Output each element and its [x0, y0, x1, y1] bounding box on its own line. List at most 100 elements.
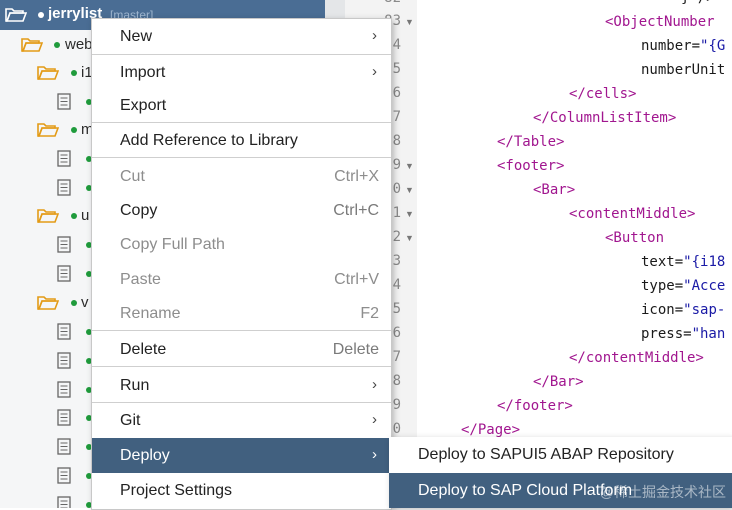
code-attr: text=	[641, 254, 684, 270]
code-attr: number=	[641, 38, 701, 54]
document-icon	[57, 467, 71, 484]
menu-item-label: Paste	[120, 271, 161, 288]
document-icon	[57, 150, 71, 167]
tree-item-file[interactable]	[0, 144, 345, 172]
code-line: number="{G	[641, 38, 725, 54]
tree-item-file[interactable]	[0, 173, 345, 201]
deploy-submenu: Deploy to SAPUI5 ABAP Repository Deploy …	[389, 437, 732, 508]
code-line: press="han	[641, 326, 725, 342]
code-line: </ColumnListItem>	[533, 110, 677, 126]
line-number: 82	[345, 0, 401, 6]
chevron-right-icon: ›	[372, 63, 377, 80]
document-icon	[57, 496, 71, 508]
code-line: </footer>	[497, 398, 573, 414]
menu-item-deploy[interactable]: Deploy ›	[92, 438, 391, 473]
tree-item-folder[interactable]: i1	[0, 58, 345, 86]
menu-item-project-settings[interactable]: Project Settings	[92, 473, 391, 508]
fold-arrow-icon[interactable]: ▼	[405, 161, 414, 171]
shortcut-label: F2	[360, 305, 379, 322]
git-status-dot	[86, 329, 92, 335]
tree-item-file[interactable]	[0, 87, 345, 115]
tree-item-web[interactable]: web	[0, 30, 345, 58]
tree-item-file[interactable]	[0, 259, 345, 287]
tree-item-file[interactable]	[0, 490, 345, 508]
git-status-dot	[86, 387, 92, 393]
git-status-dot	[86, 156, 92, 162]
fold-arrow-icon[interactable]: ▼	[405, 185, 414, 195]
git-status-dot	[54, 42, 60, 48]
tree-item-folder[interactable]: m	[0, 115, 345, 143]
shortcut-label: Delete	[332, 341, 379, 358]
open-folder-icon	[37, 122, 59, 137]
menu-item-git[interactable]: Git ›	[92, 403, 391, 438]
code-line: </Page>	[461, 422, 521, 438]
code-string: "{i18	[683, 254, 726, 270]
code-line: </contentMiddle>	[569, 350, 704, 366]
menu-item-import[interactable]: Import ›	[92, 55, 391, 90]
tree-item-file[interactable]	[0, 432, 345, 460]
code-line: <ObjectNumber	[605, 14, 715, 30]
submenu-item-deploy-cloud-platform[interactable]: Deploy to SAP Cloud Platform	[389, 473, 732, 508]
document-icon	[57, 438, 71, 455]
git-status-dot	[38, 12, 44, 18]
menu-item-label: Add Reference to Library	[120, 132, 298, 149]
tree-item-folder[interactable]: v	[0, 288, 345, 316]
document-icon	[57, 409, 71, 426]
code-line: </cells>	[569, 86, 637, 102]
git-status-dot	[86, 415, 92, 421]
menu-item-add-reference[interactable]: Add Reference to Library	[92, 123, 391, 158]
code-line: <Bar>	[533, 182, 576, 198]
menu-item-copy[interactable]: Copy Ctrl+C	[92, 193, 391, 228]
code-string: "han	[691, 326, 726, 342]
menu-separator	[92, 122, 391, 123]
code-editor[interactable]: 82 83 84 85 86 87 88 89 90 91 92 93 94 9…	[345, 0, 732, 508]
open-folder-icon	[37, 65, 59, 80]
document-icon	[57, 381, 71, 398]
fold-arrow-icon[interactable]: ▼	[405, 209, 414, 219]
tree-item-file[interactable]	[0, 230, 345, 258]
git-status-dot	[86, 99, 92, 105]
fold-arrow-icon[interactable]: ▼	[405, 233, 414, 243]
code-line: <Button	[605, 230, 665, 246]
code-attr: press=	[641, 326, 692, 342]
code-line: </Table>	[497, 134, 565, 150]
menu-item-paste[interactable]: Paste Ctrl+V	[92, 262, 391, 297]
code-line: type="Acce	[641, 278, 725, 294]
menu-item-label: Git	[120, 412, 141, 429]
git-status-dot	[86, 502, 92, 508]
code-line: icon="sap-	[641, 302, 725, 318]
menu-item-copy-full-path[interactable]: Copy Full Path	[92, 227, 391, 262]
document-icon	[57, 179, 71, 196]
submenu-item-deploy-abap[interactable]: Deploy to SAPUI5 ABAP Repository	[389, 437, 732, 472]
menu-item-label: Deploy	[120, 447, 170, 464]
code-line: </Bar>	[533, 374, 584, 390]
code-line: <footer>	[497, 158, 565, 174]
code-attr: icon=	[641, 302, 684, 318]
menu-item-delete[interactable]: Delete Delete	[92, 332, 391, 367]
code-string: "Acce	[683, 278, 726, 294]
tree-item-folder[interactable]: u	[0, 201, 345, 229]
document-icon	[57, 93, 71, 110]
open-folder-icon	[5, 7, 27, 22]
document-icon	[57, 265, 71, 282]
git-status-dot	[86, 358, 92, 364]
menu-item-run[interactable]: Run ›	[92, 368, 391, 403]
tree-item-label: u	[81, 207, 90, 224]
menu-item-export[interactable]: Export	[92, 88, 391, 123]
menu-separator	[92, 157, 391, 158]
tree-item-file[interactable]	[0, 317, 345, 345]
tree-item-file[interactable]	[0, 375, 345, 403]
document-icon	[57, 323, 71, 340]
tree-item-file[interactable]	[0, 403, 345, 431]
menu-item-rename[interactable]: Rename F2	[92, 296, 391, 331]
menu-item-new[interactable]: New ›	[92, 19, 391, 54]
menu-item-label: Copy	[120, 202, 158, 219]
git-status-dot	[86, 185, 92, 191]
tree-item-label: i1	[81, 64, 93, 81]
git-status-dot	[86, 473, 92, 479]
tree-item-file[interactable]	[0, 461, 345, 489]
menu-item-label: New	[120, 28, 153, 45]
tree-item-file[interactable]	[0, 346, 345, 374]
fold-arrow-icon[interactable]: ▼	[405, 17, 414, 27]
menu-item-cut[interactable]: Cut Ctrl+X	[92, 159, 391, 194]
